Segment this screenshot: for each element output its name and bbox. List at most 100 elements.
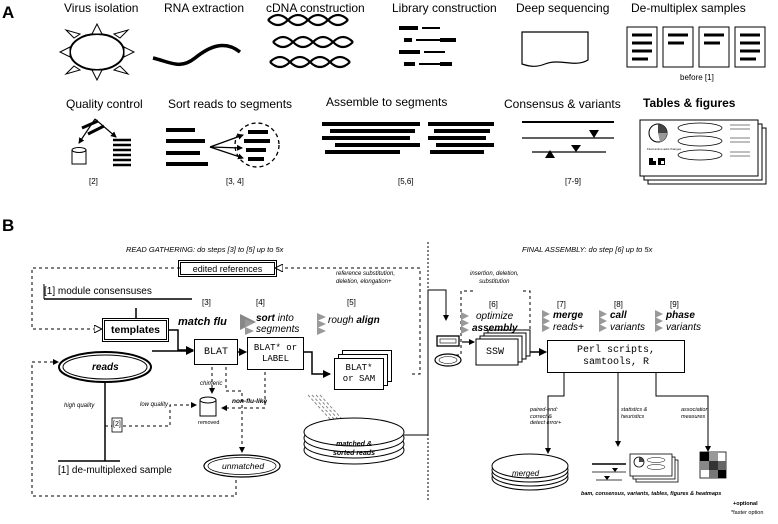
analysis-tools-box: Perl scripts,samtools, R	[547, 340, 685, 373]
unmatched-node	[203, 454, 281, 478]
low-quality-label: low quality	[140, 402, 169, 408]
reads-node	[58, 351, 152, 383]
step-deep-sequencing: Deep sequencing	[516, 1, 610, 15]
flow-templates-to-blat	[168, 329, 194, 354]
rna-strand-icon	[152, 43, 242, 67]
flow-refs-to-templates	[31, 267, 180, 329]
sort-reads-icon	[166, 122, 280, 168]
paired-end-note: paired-end:correct &detect error+	[530, 407, 562, 426]
step-tables-figures: Tables & figures	[643, 96, 736, 110]
flow-to-merged	[545, 373, 565, 454]
step8-num: [8]	[614, 300, 623, 309]
step8-title: call	[610, 310, 627, 321]
step7-num: [7]	[557, 300, 566, 309]
flow-sort-to-align	[304, 351, 331, 378]
consensus-variants-icon	[522, 121, 614, 158]
step3-title: match flu	[178, 316, 227, 328]
thumb-caption: Final amino acid changes	[647, 147, 682, 151]
reads-label: reads	[92, 362, 119, 373]
step4-title: sort into	[256, 313, 294, 324]
step9-title: phase	[666, 310, 695, 321]
step-rna-extraction: RNA extraction	[164, 1, 245, 15]
cdna-helix-icon	[267, 13, 354, 69]
edited-references-box: edited references	[178, 260, 277, 277]
matched-reads-stack	[303, 417, 405, 465]
step9-title-2: variants	[666, 322, 702, 333]
library-fragments-icon	[399, 26, 456, 66]
step-demultiplex: De-multiplex samples	[631, 1, 746, 15]
ssw-label: SSW	[486, 347, 505, 358]
merged-label: merged	[512, 469, 540, 478]
step6-num: [6]	[489, 300, 498, 309]
flow-to-unmatched	[225, 367, 245, 453]
legend-faster: *faster option	[731, 510, 764, 516]
ref-substitution-note: reference substitution,deletion, elongat…	[336, 271, 396, 285]
step4-arrow-icon	[245, 319, 254, 335]
flow-unmatched-loop	[31, 359, 237, 497]
demux-sample: [1] de-multiplexed sample	[58, 465, 172, 476]
panel-b-letter: B	[2, 216, 15, 235]
step5-num: [5]	[347, 298, 356, 307]
step8-title-2: variants	[610, 322, 646, 333]
ref-demux: before [1]	[680, 73, 714, 82]
step3-tool: BLAT	[194, 339, 238, 365]
assemble-reads-icon	[322, 122, 494, 154]
step7-title-2: reads+	[553, 322, 584, 333]
read-gathering-header: READ GATHERING: do steps [3] to [5] up t…	[126, 245, 284, 254]
step5-title: rough align	[328, 315, 380, 326]
step4-num: [4]	[256, 298, 265, 307]
step6-arrow-icon	[461, 312, 469, 334]
removed-label: removed	[198, 420, 220, 426]
quality-control-icon	[71, 118, 131, 167]
tables-figures-icon	[639, 119, 767, 185]
virus-icon	[58, 22, 136, 82]
step4-title-2: segments	[256, 324, 300, 335]
flow-align-to-refs	[275, 268, 421, 375]
step9-num: [9]	[670, 300, 679, 309]
flow-nonflu	[221, 372, 266, 411]
flow-low-quality	[105, 402, 197, 427]
outputs-caption: bam, consensus, variants, tables, figure…	[581, 491, 722, 497]
step-consensus: Consensus & variants	[504, 97, 621, 111]
step-library-construction: Library construction	[392, 1, 497, 15]
high-quality-label: high quality	[64, 403, 95, 409]
output-consensus-icon	[592, 463, 626, 481]
assembly-input-icon	[434, 335, 462, 367]
ref-qc: [2]	[89, 177, 98, 186]
output-heatmap-icon	[699, 451, 727, 479]
legend-optional: +optional	[733, 501, 758, 507]
demultiplex-pages-icon	[626, 26, 766, 68]
final-assembly-header: FINAL ASSEMBLY: do step [6] up to 5x	[522, 245, 653, 254]
step5-tool: BLAT*or SAM	[334, 358, 384, 390]
step8-arrow-icon	[599, 310, 607, 332]
chimeric-label: chimeric	[200, 381, 223, 387]
sequencing-document-icon	[521, 31, 589, 67]
output-figures-icon	[629, 453, 679, 483]
step7-title: merge	[553, 310, 584, 321]
stats-note: statistics &heuristics	[621, 407, 648, 420]
flow-to-assoc	[655, 373, 711, 452]
step-cdna-construction: cDNA construction	[266, 1, 365, 15]
step9-arrow-icon	[655, 310, 663, 332]
step-quality-control: Quality control	[66, 97, 143, 111]
step6-title-2: assembly	[472, 323, 518, 334]
step7-arrow-icon	[542, 310, 550, 332]
flow-to-matched-reads	[307, 394, 353, 431]
step-assemble: Assemble to segments	[326, 95, 448, 109]
qc-ref: [2]	[113, 421, 121, 428]
module-consensuses: [1] module consensuses	[44, 286, 152, 297]
step3-num: [3]	[202, 298, 211, 307]
templates-box: templates	[102, 318, 169, 342]
step-sort-reads: Sort reads to segments	[168, 97, 293, 111]
panel-a-letter: A	[2, 3, 15, 22]
ref-assemble: [5,6]	[398, 177, 414, 186]
ref-consensus: [7-9]	[565, 177, 582, 186]
step-virus-isolation: Virus isolation	[64, 1, 139, 15]
step6-title: optimize	[476, 311, 514, 322]
step5-arrow-icon	[317, 313, 326, 335]
removed-bin-icon	[199, 396, 217, 417]
flow-matched-to-assembly	[404, 289, 449, 436]
non-flu-label: non-flu-like	[232, 398, 268, 405]
